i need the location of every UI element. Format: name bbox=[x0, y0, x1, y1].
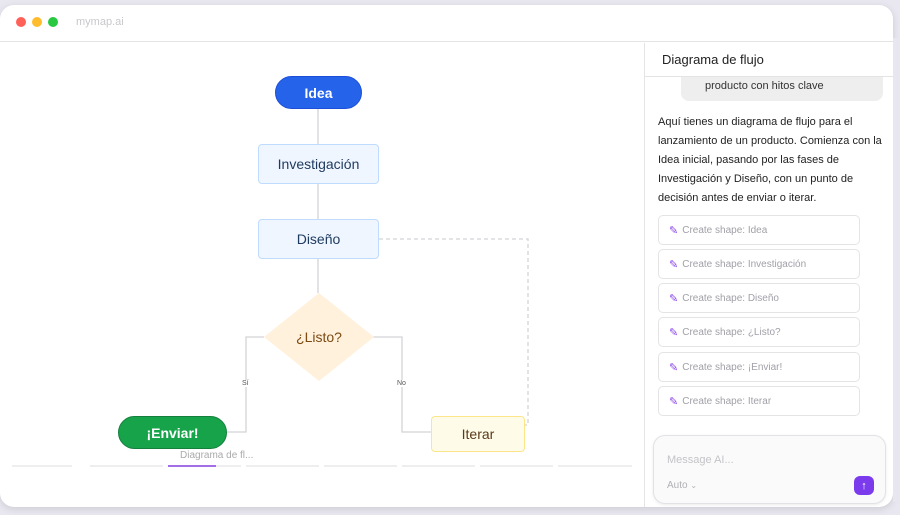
node-diseno[interactable]: Diseño bbox=[258, 219, 379, 259]
diamond-shape bbox=[264, 293, 374, 381]
action-create-listo[interactable]: ✎Create shape: ¿Listo? bbox=[658, 317, 860, 347]
edit-icon: ✎ bbox=[669, 361, 679, 374]
ai-message: Aquí tienes un diagrama de flujo para el… bbox=[658, 116, 882, 204]
close-window-button[interactable] bbox=[16, 17, 26, 27]
panel-title: Diagrama de flujo bbox=[645, 43, 893, 77]
chevron-down-icon: ⌄ bbox=[690, 481, 698, 490]
maximize-window-button[interactable] bbox=[48, 17, 58, 27]
edit-icon: ✎ bbox=[669, 224, 679, 237]
message-placeholder: Message AI... bbox=[667, 454, 734, 466]
tab-diagrama[interactable]: Diagrama de fl... bbox=[180, 450, 254, 461]
minimize-window-button[interactable] bbox=[32, 17, 42, 27]
edge-label-no: No bbox=[397, 380, 406, 387]
action-create-investigacion[interactable]: ✎Create shape: Investigación bbox=[658, 249, 860, 279]
action-create-diseno[interactable]: ✎Create shape: Diseño bbox=[658, 283, 860, 313]
scrollbar[interactable] bbox=[893, 38, 900, 502]
node-idea[interactable]: Idea bbox=[275, 76, 362, 109]
active-tab-indicator bbox=[168, 465, 241, 467]
edge-label-yes: Sí bbox=[242, 380, 249, 387]
diagram-tabs: Diagrama de fl... bbox=[12, 450, 632, 467]
node-iterar[interactable]: Iterar bbox=[431, 416, 525, 452]
action-create-iterar[interactable]: ✎Create shape: Iterar bbox=[658, 386, 860, 416]
action-create-enviar[interactable]: ✎Create shape: ¡Enviar! bbox=[658, 352, 860, 382]
edit-icon: ✎ bbox=[669, 395, 679, 408]
edit-icon: ✎ bbox=[669, 292, 679, 305]
node-listo[interactable]: ¿Listo? bbox=[264, 293, 374, 381]
mode-select[interactable]: Auto ⌄ bbox=[667, 480, 698, 491]
edge-iterar-diseno bbox=[379, 238, 529, 426]
app-window: mymap.ai Idea Investigación Diseño ¿List… bbox=[0, 5, 893, 507]
message-input[interactable]: Message AI... Auto ⌄ ↑ bbox=[653, 435, 886, 504]
chat-panel: Diagrama de flujo producto con hitos cla… bbox=[644, 43, 893, 507]
send-button[interactable]: ↑ bbox=[854, 476, 874, 495]
node-enviar[interactable]: ¡Enviar! bbox=[118, 416, 227, 449]
diagram-canvas[interactable]: Idea Investigación Diseño ¿Listo? Sí No … bbox=[0, 43, 644, 507]
edit-icon: ✎ bbox=[669, 258, 679, 271]
node-investigacion[interactable]: Investigación bbox=[258, 144, 379, 184]
connectors bbox=[227, 109, 529, 433]
title-bar: mymap.ai bbox=[0, 5, 893, 42]
edit-icon: ✎ bbox=[669, 326, 679, 339]
site-name: mymap.ai bbox=[76, 16, 124, 28]
arrow-up-icon: ↑ bbox=[861, 479, 867, 492]
node-listo-label: ¿Listo? bbox=[296, 329, 342, 345]
action-create-idea[interactable]: ✎Create shape: Idea bbox=[658, 215, 860, 245]
